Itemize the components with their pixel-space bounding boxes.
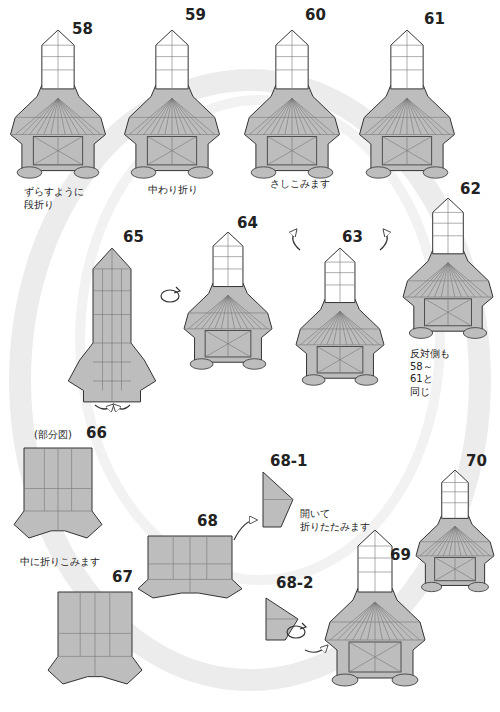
instruction-note: 反対側も 58～61と 同じ	[410, 348, 450, 398]
detail-figure	[266, 598, 298, 640]
folding-step-figure	[416, 470, 494, 592]
step-number: 63	[342, 228, 363, 247]
step-number: 68	[197, 512, 218, 531]
instruction-note: さしこみます	[270, 178, 330, 191]
step-number: 59	[185, 6, 206, 25]
fold-arrow	[305, 646, 327, 652]
folding-step-figure	[184, 232, 272, 369]
folding-step-figure	[11, 30, 106, 178]
folding-step-figure	[245, 30, 340, 178]
fold-arrow	[95, 405, 113, 409]
folding-step-figure	[325, 530, 425, 686]
fold-arrow	[114, 405, 130, 409]
step-number: 68-2	[276, 574, 314, 593]
step-number: 64	[237, 214, 258, 233]
step-number: 65	[123, 228, 144, 247]
detail-figure	[263, 472, 293, 527]
fold-arrow	[234, 520, 256, 540]
folding-step-figure	[68, 248, 155, 402]
instruction-note: 開いて 折りたたみます	[300, 508, 370, 533]
step-number: 68-1	[270, 452, 308, 471]
step-number: 58	[72, 20, 93, 39]
folding-step-figure	[296, 248, 384, 385]
step-number: 70	[466, 452, 487, 471]
step-number: 69	[390, 546, 411, 565]
folding-step-figure	[360, 30, 455, 178]
instruction-note: (部分図)	[34, 429, 72, 442]
instruction-note: ずらすように 段折り	[24, 186, 84, 211]
step-number: 67	[112, 568, 133, 587]
instruction-note: 中わり折り	[148, 184, 198, 197]
step-number: 60	[305, 6, 326, 25]
partial-figure	[138, 536, 242, 598]
step-number: 61	[424, 10, 445, 29]
step-number: 66	[86, 424, 107, 443]
fold-arrow	[293, 230, 300, 250]
folding-step-figure	[403, 198, 493, 338]
folding-step-figure	[125, 30, 220, 178]
background-swirl	[80, 100, 440, 580]
partial-figure	[14, 448, 102, 538]
step-number: 62	[460, 180, 481, 199]
fold-arrow	[380, 230, 387, 250]
instruction-note: 中に折りこみます	[20, 556, 100, 569]
background-swirl	[20, 80, 480, 680]
partial-figure	[48, 592, 142, 684]
